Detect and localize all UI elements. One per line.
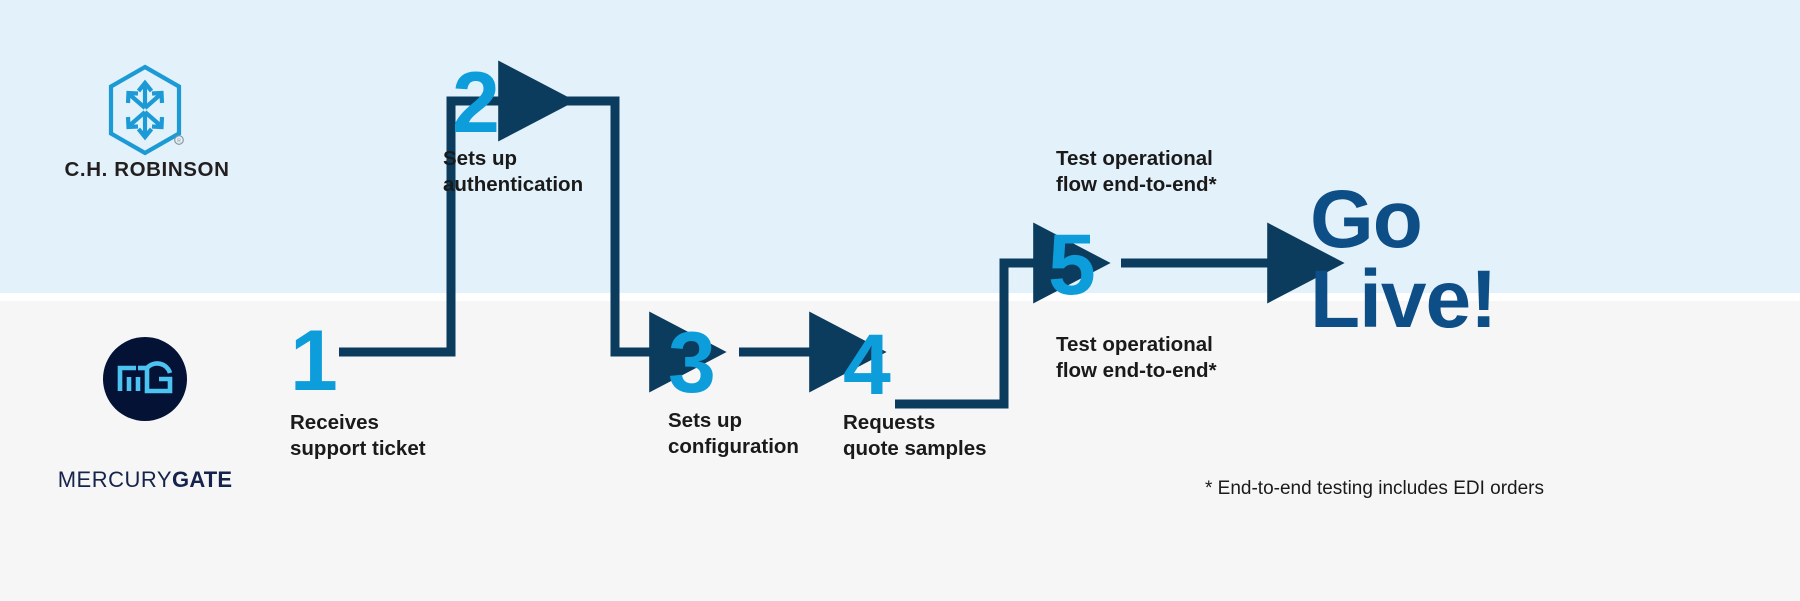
footnote: * End-to-end testing includes EDI orders xyxy=(1205,478,1545,499)
step-5-label-mercurygate: Test operational flow end-to-end* xyxy=(1056,333,1217,383)
step-1-number: 1 xyxy=(290,313,338,409)
mercurygate-wordmark-bold: GATE xyxy=(172,467,233,492)
lane-band-mercurygate xyxy=(0,301,1800,601)
ch-robinson-wordmark: C.H. ROBINSON xyxy=(64,158,230,181)
go-live-callout: Go Live! xyxy=(1310,174,1497,346)
step-2-number: 2 xyxy=(452,55,500,151)
connector-4-to-5 xyxy=(895,222,1111,409)
svg-text:R: R xyxy=(177,139,181,145)
step-4-label: Requests quote samples xyxy=(843,411,987,461)
step-3-number: 3 xyxy=(668,315,716,411)
mercurygate-wordmark-thin: MERCURY xyxy=(57,467,173,492)
go-live-line-2: Live! xyxy=(1310,254,1497,346)
step-5-label-ch-robinson: Test operational flow end-to-end* xyxy=(1056,147,1217,197)
connector-1-to-2 xyxy=(339,60,576,357)
go-live-line-1: Go xyxy=(1310,174,1423,265)
step-3-label: Sets up configuration xyxy=(668,409,799,459)
lane-divider xyxy=(0,293,1800,301)
step-1-label: Receives support ticket xyxy=(290,411,426,461)
connector-2-to-3 xyxy=(517,96,727,393)
step-4-number: 4 xyxy=(843,317,891,413)
step-5-number: 5 xyxy=(1048,217,1096,313)
step-2-label: Sets up authentication xyxy=(443,147,584,197)
mercurygate-mg-monogram-icon xyxy=(103,337,187,421)
mercurygate-wordmark: MERCURYGATE xyxy=(45,467,245,493)
ch-robinson-cube-icon: R xyxy=(105,64,185,156)
lane-band-ch-robinson xyxy=(0,0,1800,293)
